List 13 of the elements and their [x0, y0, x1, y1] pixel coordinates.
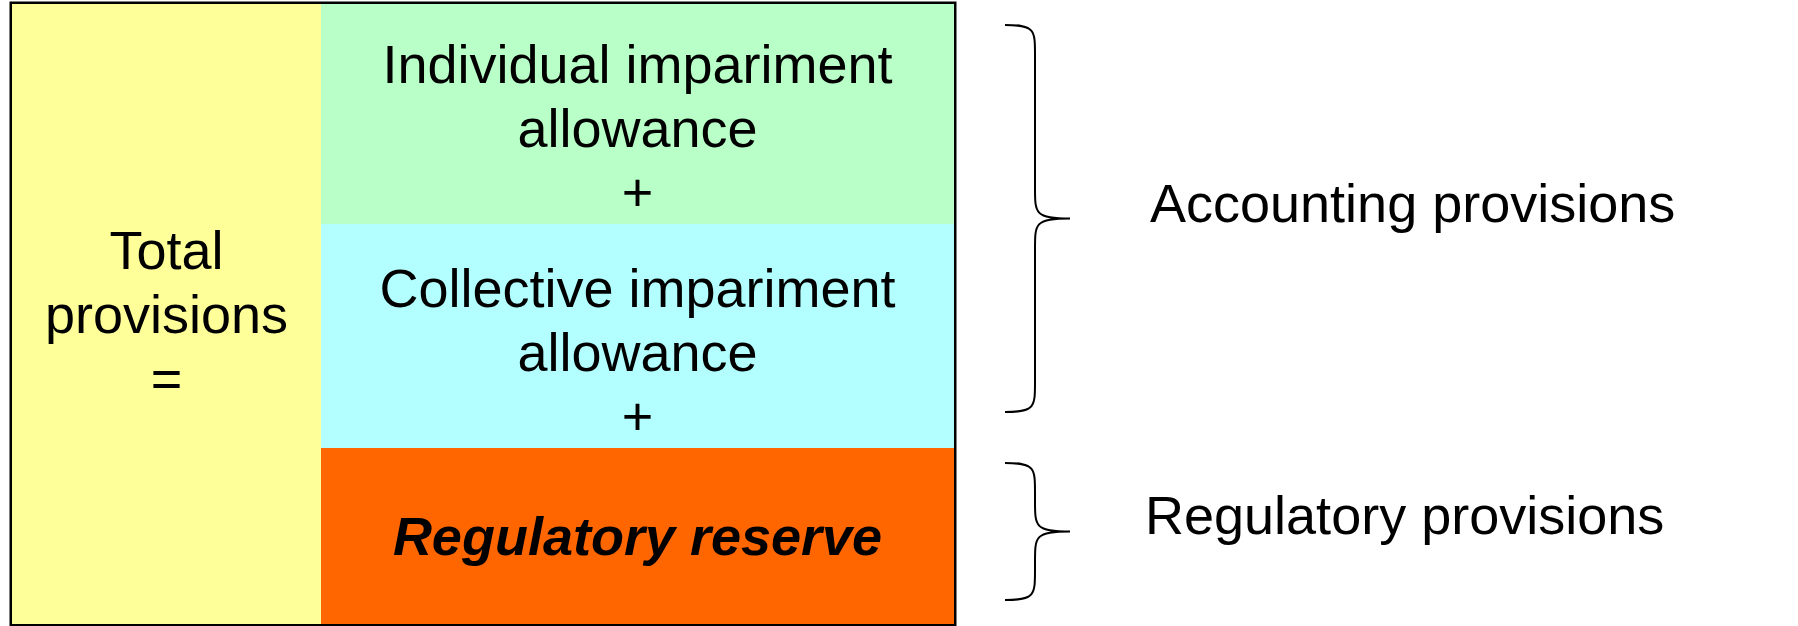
table-cell — [321, 4, 954, 224]
cell-text: Individual impariment allowance — [381, 33, 894, 160]
table-cell — [321, 448, 954, 624]
brace-label: Regulatory provisions — [1145, 484, 1665, 546]
plus-sign: + — [621, 385, 654, 448]
cell-text: Collective impariment allowance — [378, 257, 897, 384]
cell-text: Total provisions — [43, 219, 290, 346]
table-cell — [321, 224, 954, 448]
cell-text: Regulatory reserve — [392, 505, 883, 568]
plus-sign: + — [621, 161, 654, 224]
table-cell — [12, 4, 321, 624]
equals-sign: = — [150, 347, 183, 410]
brace-label: Accounting provisions — [1150, 172, 1676, 234]
